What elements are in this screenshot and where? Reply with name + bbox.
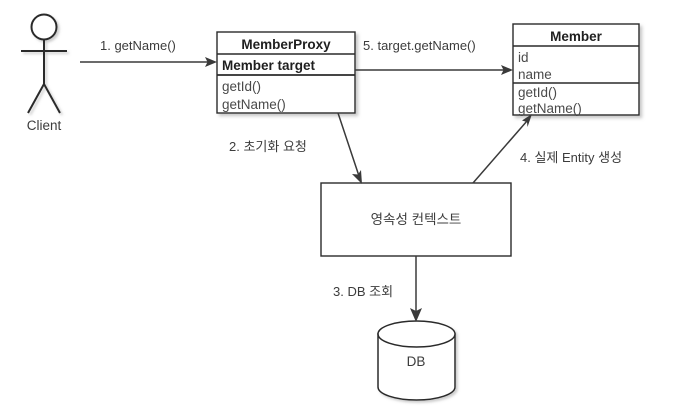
database-body bbox=[377, 333, 456, 401]
member-method-0: getId() bbox=[518, 85, 557, 100]
client-actor bbox=[21, 13, 67, 114]
database-top-ellipse bbox=[377, 320, 456, 348]
member-proxy-attribute-0: Member target bbox=[222, 58, 316, 73]
edge-2-label: 2. 초기화 요청 bbox=[229, 139, 307, 154]
edge-3-label: 3. DB 조회 bbox=[333, 284, 393, 299]
member-class[interactable] bbox=[512, 23, 640, 116]
edge-2-arrow bbox=[337, 112, 362, 184]
persistence-context-box[interactable] bbox=[320, 182, 512, 257]
edge-4-line bbox=[472, 120, 528, 184]
edge-4-label: 4. 실제 Entity 생성 bbox=[520, 150, 622, 165]
edge-1-arrow bbox=[80, 57, 217, 67]
member-proxy-title: MemberProxy bbox=[241, 37, 331, 52]
member-attribute-1: name bbox=[518, 67, 552, 82]
member-box bbox=[512, 23, 640, 116]
edge-3-arrow bbox=[410, 256, 422, 322]
edge-5-label: 5. target.getName() bbox=[363, 38, 476, 53]
edge-3-arrowhead-icon bbox=[410, 308, 422, 322]
edge-5-arrowhead-icon bbox=[501, 65, 513, 75]
actor-head-icon bbox=[30, 13, 58, 41]
member-proxy-box bbox=[216, 31, 356, 114]
member-title: Member bbox=[550, 29, 603, 44]
member-proxy-method-1: getName() bbox=[222, 97, 286, 112]
edge-4-arrow bbox=[472, 114, 532, 184]
edge-2-line bbox=[337, 112, 360, 177]
persistence-context-label: 영속성 컨텍스트 bbox=[371, 212, 462, 227]
edge-4-arrowhead-icon bbox=[522, 114, 532, 127]
edge-2-arrowhead-icon bbox=[352, 170, 362, 184]
edge-1-arrowhead-icon bbox=[205, 57, 217, 67]
member-proxy-class[interactable] bbox=[216, 31, 356, 114]
database-label: DB bbox=[407, 354, 426, 369]
actor-left-leg-line bbox=[27, 83, 45, 114]
member-attribute-0: id bbox=[518, 50, 529, 65]
member-method-1: getName() bbox=[518, 101, 582, 116]
edge-5-arrow bbox=[355, 65, 513, 75]
edge-1-label: 1. getName() bbox=[100, 38, 176, 53]
actor-right-leg-line bbox=[43, 83, 61, 114]
client-actor-label: Client bbox=[27, 118, 62, 133]
member-proxy-method-0: getId() bbox=[222, 79, 261, 94]
database-cylinder[interactable] bbox=[377, 320, 456, 401]
